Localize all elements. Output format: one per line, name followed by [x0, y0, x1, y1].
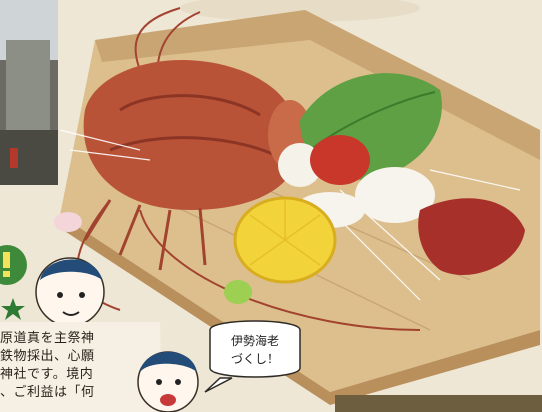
exclamation-badge-icon: [0, 245, 27, 285]
wasabi: [224, 280, 252, 304]
caption-line: 神社です。境内: [0, 367, 94, 382]
caption-line: 鉄物採出、心願: [0, 349, 95, 364]
caption-line: 、ご利益は「何: [0, 385, 95, 400]
mascot-face-icon: [137, 351, 199, 412]
caption-text: 原道真を主祭神 鉄物採出、心願 神社です。境内 、ご利益は「何: [0, 330, 160, 412]
photo-thumbnail: [0, 0, 58, 185]
speech-line: 伊勢海老: [230, 334, 279, 348]
pickled-ginger: [54, 212, 82, 232]
photo-thumbnail: [335, 395, 542, 412]
speech-bubble: [204, 320, 301, 393]
lobster-illustration: [83, 59, 312, 271]
shredded-daikon: [59, 129, 521, 301]
speech-line: づくし！: [230, 352, 279, 366]
lobster-tail: [418, 198, 525, 276]
speech-bubble-text: 伊勢海老 づくし！: [200, 332, 310, 368]
lemon-slice: [233, 196, 337, 284]
star-icon: [1, 298, 25, 320]
caption-line: 原道真を主祭神: [0, 331, 95, 346]
mascot-face-icon: [35, 257, 105, 327]
caption-panel: [0, 322, 162, 412]
